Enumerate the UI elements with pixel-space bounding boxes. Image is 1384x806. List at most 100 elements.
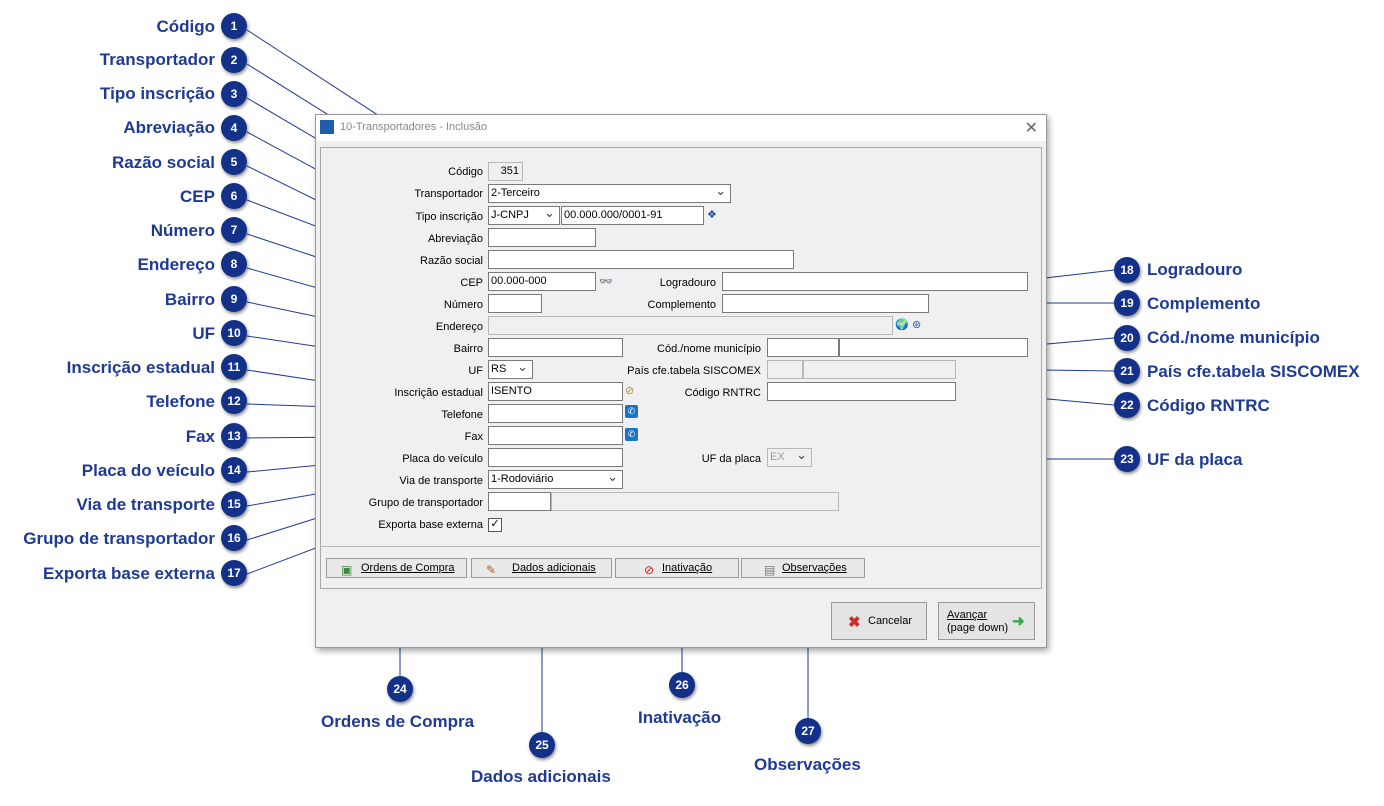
callout-label-placa: Placa do veículo xyxy=(81,461,215,480)
label-numero: Número xyxy=(443,299,483,311)
exporta-checkbox[interactable]: ✓ xyxy=(488,518,502,532)
label-complemento: Complemento xyxy=(647,299,716,311)
complemento-field[interactable] xyxy=(722,294,929,313)
label-cod-municipio: Cód./nome município xyxy=(657,343,761,355)
callout-label-inativacao: Inativação xyxy=(638,708,722,727)
fax-phone-icon[interactable]: ✆ xyxy=(625,428,638,441)
label-codigo: Código xyxy=(448,166,483,178)
callout-badge-10: 10 xyxy=(221,320,247,346)
callout-badge-12: 12 xyxy=(221,388,247,414)
cep-field[interactable]: 00.000-000 xyxy=(488,272,596,291)
label-logradouro: Logradouro xyxy=(659,277,716,289)
observacoes-label: Observações xyxy=(782,562,847,574)
placa-field[interactable] xyxy=(488,448,623,467)
callout-label-abreviacao: Abreviação xyxy=(123,118,215,137)
callout-label-via-transporte: Via de transporte xyxy=(76,495,215,514)
razao-social-field[interactable] xyxy=(488,250,794,269)
callout-badge-6: 6 xyxy=(221,183,247,209)
app-icon xyxy=(320,120,334,134)
label-endereco: Endereço xyxy=(435,321,483,333)
callout-badge-21: 21 xyxy=(1114,358,1140,384)
callout-label-complemento: Complemento xyxy=(1147,294,1261,313)
via-transporte-select[interactable]: 1-Rodoviário xyxy=(488,470,623,489)
endereco-field[interactable] xyxy=(488,316,893,335)
sintegra-icon[interactable]: ⊘ xyxy=(625,385,635,397)
telefone-field[interactable] xyxy=(488,404,623,423)
globe-icon[interactable]: 🌍 xyxy=(895,319,909,331)
callout-label-dados: Dados adicionais xyxy=(471,767,611,786)
inscricao-estadual-field[interactable]: ISENTO xyxy=(488,382,623,401)
fax-field[interactable] xyxy=(488,426,623,445)
map-link-icon[interactable]: ⊛ xyxy=(912,319,922,331)
callout-label-numero: Número xyxy=(150,221,215,240)
observacoes-button[interactable]: ▤ Observações xyxy=(741,558,865,578)
callout-label-endereco: Endereço xyxy=(137,255,215,274)
inativacao-button[interactable]: ⊘ Inativação xyxy=(615,558,739,578)
callout-label-cep: CEP xyxy=(180,187,215,206)
form-panel xyxy=(320,147,1042,589)
label-codigo-rntrc: Código RNTRC xyxy=(684,387,761,399)
callout-badge-11: 11 xyxy=(221,354,247,380)
callout-badge-22: 22 xyxy=(1114,392,1140,418)
avancar-button[interactable]: Avançar (page down) ➜ xyxy=(938,602,1035,640)
callout-badge-7: 7 xyxy=(221,217,247,243)
label-transportador: Transportador xyxy=(414,188,483,200)
label-grupo: Grupo de transportador xyxy=(368,497,483,509)
callout-label-codigo-rntrc: Código RNTRC xyxy=(1147,396,1270,415)
avancar-shortcut-label: (page down) xyxy=(947,622,1009,634)
separator xyxy=(320,546,1040,547)
callout-label-pais: País cfe.tabela SISCOMEX xyxy=(1147,362,1360,381)
cancelar-label: Cancelar xyxy=(868,615,913,627)
callout-badge-26: 26 xyxy=(669,672,695,698)
callout-label-exporta: Exporta base externa xyxy=(43,564,215,583)
callout-badge-4: 4 xyxy=(221,115,247,141)
logradouro-field[interactable] xyxy=(722,272,1028,291)
callout-badge-24: 24 xyxy=(387,676,413,702)
abreviacao-field[interactable] xyxy=(488,228,596,247)
nome-municipio-field[interactable] xyxy=(839,338,1028,357)
label-exporta: Exporta base externa xyxy=(378,519,483,531)
callout-badge-19: 19 xyxy=(1114,290,1140,316)
grupo-code-field[interactable] xyxy=(488,492,551,511)
cancelar-button[interactable]: ✖ Cancelar xyxy=(831,602,927,640)
label-uf-placa: UF da placa xyxy=(701,453,761,465)
callout-badge-13: 13 xyxy=(221,423,247,449)
bairro-field[interactable] xyxy=(488,338,623,357)
codigo-rntrc-field[interactable] xyxy=(767,382,956,401)
callout-badge-25: 25 xyxy=(529,732,555,758)
label-tipo-inscricao: Tipo inscrição xyxy=(415,211,483,223)
cancel-icon: ✖ xyxy=(848,614,861,631)
cod-municipio-field[interactable] xyxy=(767,338,839,357)
numero-field[interactable] xyxy=(488,294,542,313)
label-telefone: Telefone xyxy=(441,409,483,421)
uf-select[interactable]: RS xyxy=(488,360,533,379)
label-pais: País cfe.tabela SISCOMEX xyxy=(627,365,761,377)
cnpj-field[interactable]: 00.000.000/0001-91 xyxy=(561,206,704,225)
label-uf: UF xyxy=(468,365,483,377)
dados-adicionais-button[interactable]: ✎ Dados adicionais xyxy=(471,558,612,578)
callout-label-codigo: Código xyxy=(156,17,215,36)
callout-label-inscricao-estadual: Inscrição estadual xyxy=(66,358,215,377)
tipo-inscricao-select[interactable]: J-CNPJ xyxy=(488,206,560,225)
pais-name-field[interactable] xyxy=(803,360,956,379)
pais-code-field[interactable] xyxy=(767,360,803,379)
codigo-field[interactable]: 351 xyxy=(488,162,523,181)
cep-search-icon[interactable]: 👓 xyxy=(599,276,613,288)
note-icon: ▤ xyxy=(764,563,776,577)
receita-lookup-icon[interactable]: ❖ xyxy=(707,209,717,221)
callout-badge-8: 8 xyxy=(221,251,247,277)
close-icon[interactable]: ✕ xyxy=(1024,120,1038,137)
callout-badge-17: 17 xyxy=(221,560,247,586)
label-fax: Fax xyxy=(464,431,483,443)
callout-label-razao-social: Razão social xyxy=(112,153,215,172)
document-add-icon: ▣ xyxy=(341,563,353,577)
uf-placa-select[interactable]: EX xyxy=(767,448,812,467)
ordens-compra-button[interactable]: ▣ Ordens de Compra xyxy=(326,558,467,578)
title-bar: 10-Transportadores - Inclusão ✕ xyxy=(316,115,1046,141)
callout-label-observacoes: Observações xyxy=(754,755,861,774)
callout-label-transportador: Transportador xyxy=(99,50,215,69)
grupo-name-field[interactable] xyxy=(551,492,839,511)
transportador-select[interactable]: 2-Terceiro xyxy=(488,184,731,203)
phone-icon[interactable]: ✆ xyxy=(625,405,638,418)
label-bairro: Bairro xyxy=(453,343,483,355)
